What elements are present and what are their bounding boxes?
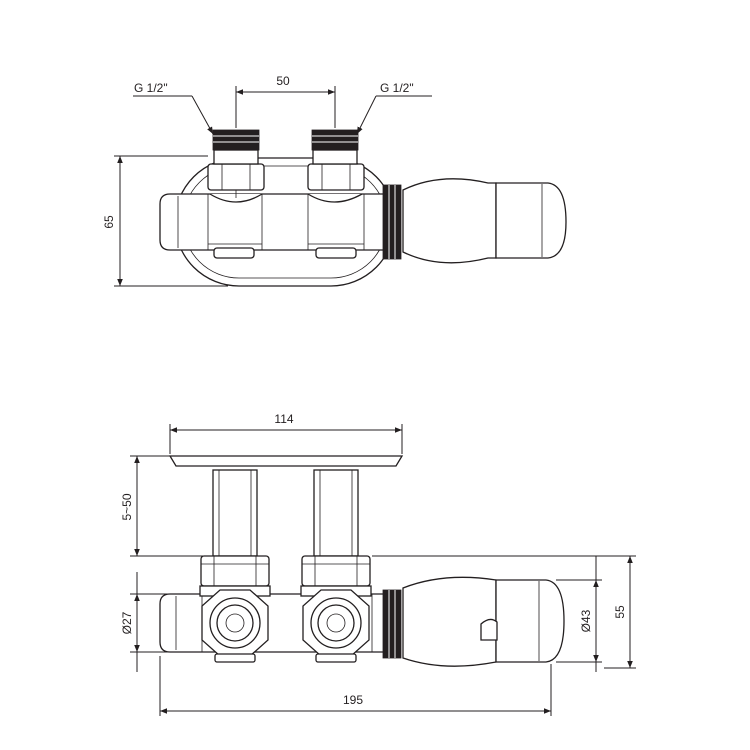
dim-overall-length: 195 (159, 656, 552, 716)
dim-plate-width: 114 (169, 412, 403, 454)
dim-plate-width-label: 114 (274, 412, 293, 426)
top-left-connector (207, 129, 265, 203)
front-right-pipe (313, 469, 359, 557)
thread-label-left: G 1/2" (133, 81, 214, 135)
top-thermostatic-head (382, 178, 567, 264)
top-head-thread-ring (382, 184, 402, 260)
top-right-connector (307, 129, 365, 203)
front-wall-plate (168, 455, 404, 467)
top-valve-body (159, 193, 386, 251)
front-left-nut (200, 555, 270, 587)
front-right-nut (301, 555, 371, 587)
thread-label-left-text: G 1/2" (134, 81, 168, 95)
front-left-fitting (199, 585, 271, 663)
dim-body-diameter-label: Ø27 (120, 611, 134, 634)
front-head-thread-ring (382, 589, 402, 659)
dim-distance: 5~50 (120, 455, 210, 557)
dim-distance-label: 5~50 (120, 493, 134, 520)
dim-height-label: 65 (102, 215, 116, 229)
dim-overall-length-label: 195 (343, 693, 363, 707)
thread-label-right-text: G 1/2" (380, 81, 414, 95)
dim-height-65: 65 (102, 155, 228, 287)
dim-head-diameter: Ø43 (556, 556, 602, 672)
top-view: 50 G 1/2" G 1/2" 65 (102, 74, 567, 287)
dim-head-diameter-label: Ø43 (579, 609, 593, 632)
front-thermostatic-head (382, 576, 565, 667)
dim-spacing: 50 (235, 74, 336, 128)
front-view: 114 5~50 Ø27 Ø43 (120, 412, 636, 716)
dim-body-diameter: Ø27 (120, 572, 172, 672)
top-right-thread (311, 129, 359, 151)
top-left-thread (212, 129, 260, 151)
dim-spacing-label: 50 (276, 74, 290, 88)
dim-overall-height-label: 55 (613, 605, 627, 619)
dim-overall-height: 55 (372, 555, 636, 669)
thread-label-right: G 1/2" (356, 81, 432, 135)
front-right-fitting (300, 585, 372, 663)
front-left-pipe (212, 469, 258, 557)
